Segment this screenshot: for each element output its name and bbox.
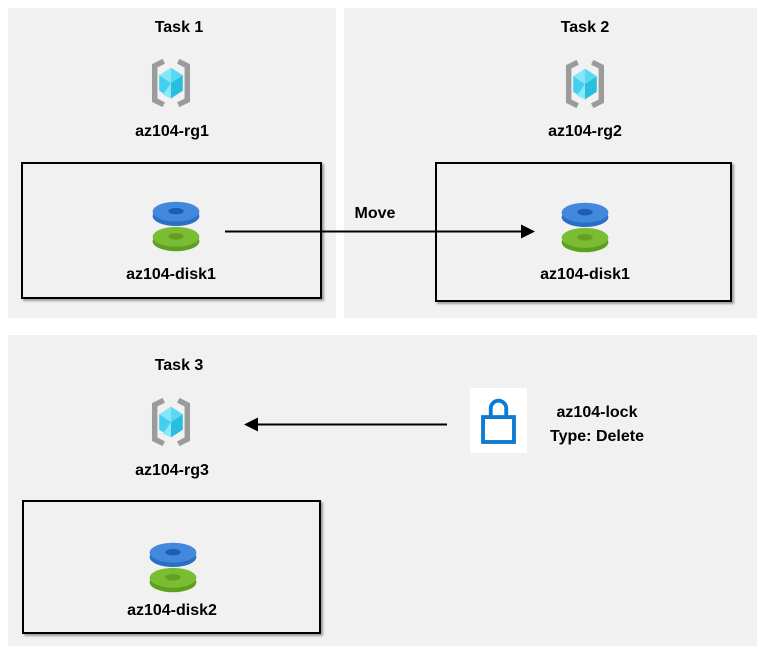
task2-resource-group-label: az104-rg2 — [548, 123, 622, 140]
task2-title: Task 2 — [560, 19, 610, 36]
lock-icon — [481, 398, 516, 444]
task3-disk-label: az104-disk2 — [127, 602, 217, 619]
task3-disk-box — [22, 500, 321, 634]
task3-resource-group-label: az104-rg3 — [135, 462, 209, 479]
task1-title: Task 1 — [154, 19, 204, 36]
task3-title: Task 3 — [154, 357, 204, 374]
disk-icon — [152, 201, 200, 252]
lock-name-label: az104-lock — [556, 404, 638, 421]
resource-group-icon — [565, 59, 605, 109]
task1-disk-label: az104-disk1 — [126, 266, 216, 283]
disk-icon — [149, 542, 197, 593]
resource-group-icon — [151, 397, 191, 447]
lock-box — [470, 388, 527, 453]
lock-type-label: Type: Delete — [550, 428, 644, 445]
lock-text: az104-lock Type: Delete — [550, 401, 644, 449]
move-arrow-label: Move — [354, 205, 396, 222]
resource-group-icon — [151, 58, 191, 108]
task2-disk-label: az104-disk1 — [540, 266, 630, 283]
disk-icon — [561, 202, 609, 253]
task1-resource-group-label: az104-rg1 — [135, 123, 209, 140]
